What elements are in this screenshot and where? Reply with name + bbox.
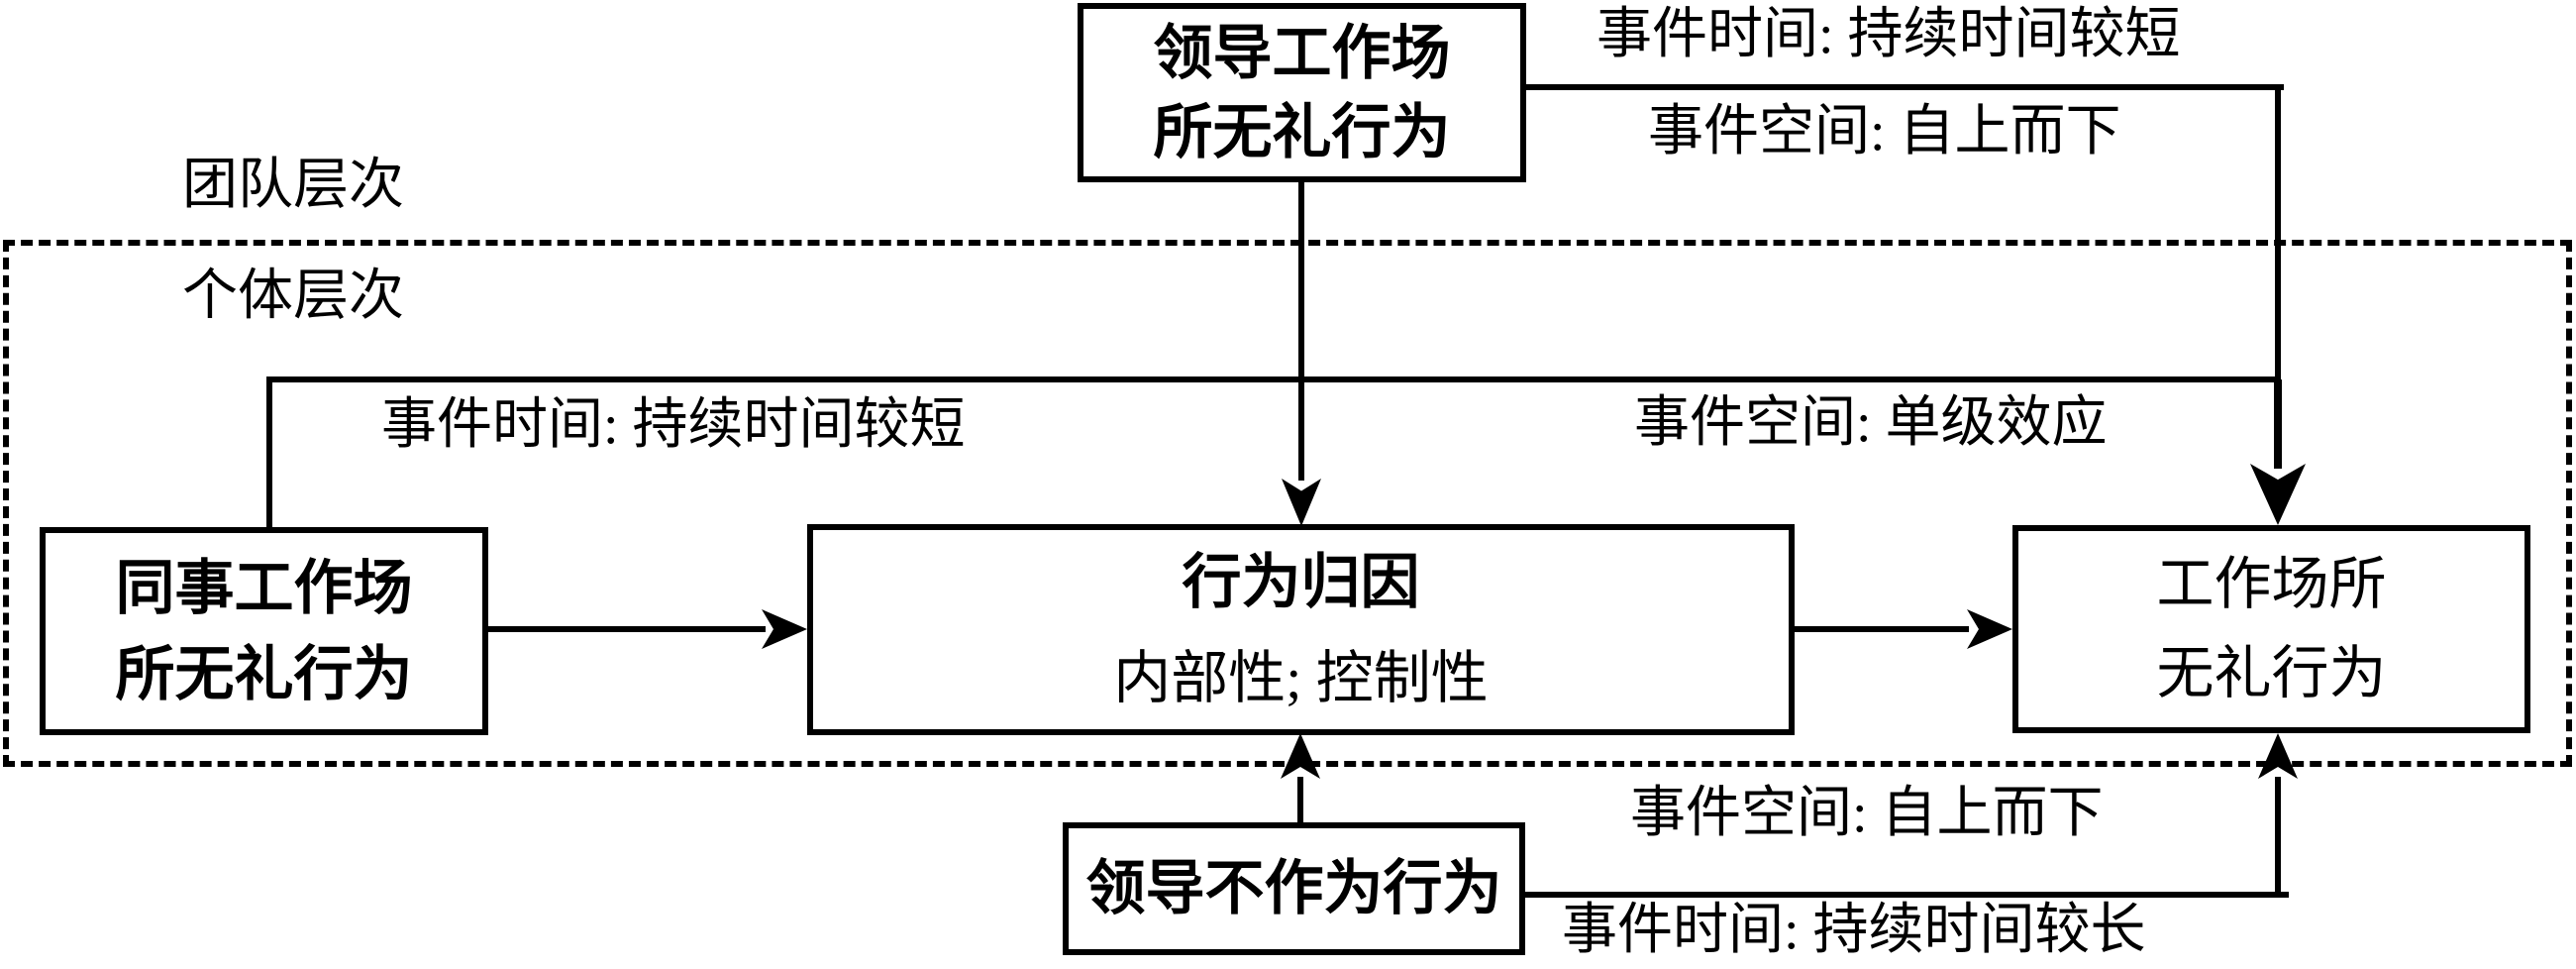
workplace-incivility-line1: 工作场所 <box>2156 552 2387 617</box>
workplace-incivility-box: 工作场所 无礼行为 <box>2012 525 2530 733</box>
inaction-event-time-label: 事件时间: 持续时间较长 <box>1562 898 2146 965</box>
coworker-incivility-line2: 所无礼行为 <box>115 641 413 707</box>
connector-inaction-to-workplace-horizontal <box>1522 892 2289 898</box>
coworker-event-time-label: 事件时间: 持续时间较短 <box>381 392 966 460</box>
connector-leader-to-workplace-vertical <box>2275 84 2281 381</box>
leader-event-time-label: 事件时间: 持续时间较短 <box>1597 2 2181 69</box>
connector-inaction-to-workplace-vertical <box>2275 777 2281 896</box>
coworker-event-space-label: 事件空间: 单级效应 <box>1634 390 2108 458</box>
workplace-incivility-line2: 无礼行为 <box>2156 641 2387 705</box>
inaction-event-space-label: 事件空间: 自上而下 <box>1630 781 2104 848</box>
leader-inaction-label: 领导不作为行为 <box>1085 855 1502 921</box>
behavior-attribution-box: 行为归因 内部性; 控制性 <box>807 524 1795 735</box>
individual-level-label: 个体层次 <box>182 264 404 331</box>
leader-incivility-line2: 所无礼行为 <box>1153 98 1451 165</box>
attribution-subtitle: 内部性; 控制性 <box>1113 645 1489 710</box>
leader-incivility-line1: 领导工作场 <box>1153 19 1451 86</box>
connector-inaction-to-attribution <box>1297 777 1303 822</box>
connector-leader-to-workplace-vertical-thick <box>2274 379 2282 469</box>
leader-event-space-label: 事件空间: 自上而下 <box>1648 99 2121 166</box>
connector-attribution-to-workplace <box>1793 626 1969 632</box>
connector-coworker-to-attribution <box>486 626 766 632</box>
leader-inaction-box: 领导不作为行为 <box>1063 822 1525 955</box>
connector-leader-to-workplace-horizontal <box>1523 84 2284 90</box>
attribution-title: 行为归因 <box>1182 548 1420 615</box>
team-level-label: 团队层次 <box>182 153 404 220</box>
coworker-incivility-box: 同事工作场 所无礼行为 <box>40 527 488 735</box>
leader-incivility-box: 领导工作场 所无礼行为 <box>1078 3 1526 182</box>
connector-coworker-label-line <box>269 377 2280 382</box>
connector-leader-to-attribution <box>1298 182 1304 481</box>
connector-coworker-label-drop <box>266 377 272 527</box>
coworker-incivility-line1: 同事工作场 <box>115 555 413 621</box>
